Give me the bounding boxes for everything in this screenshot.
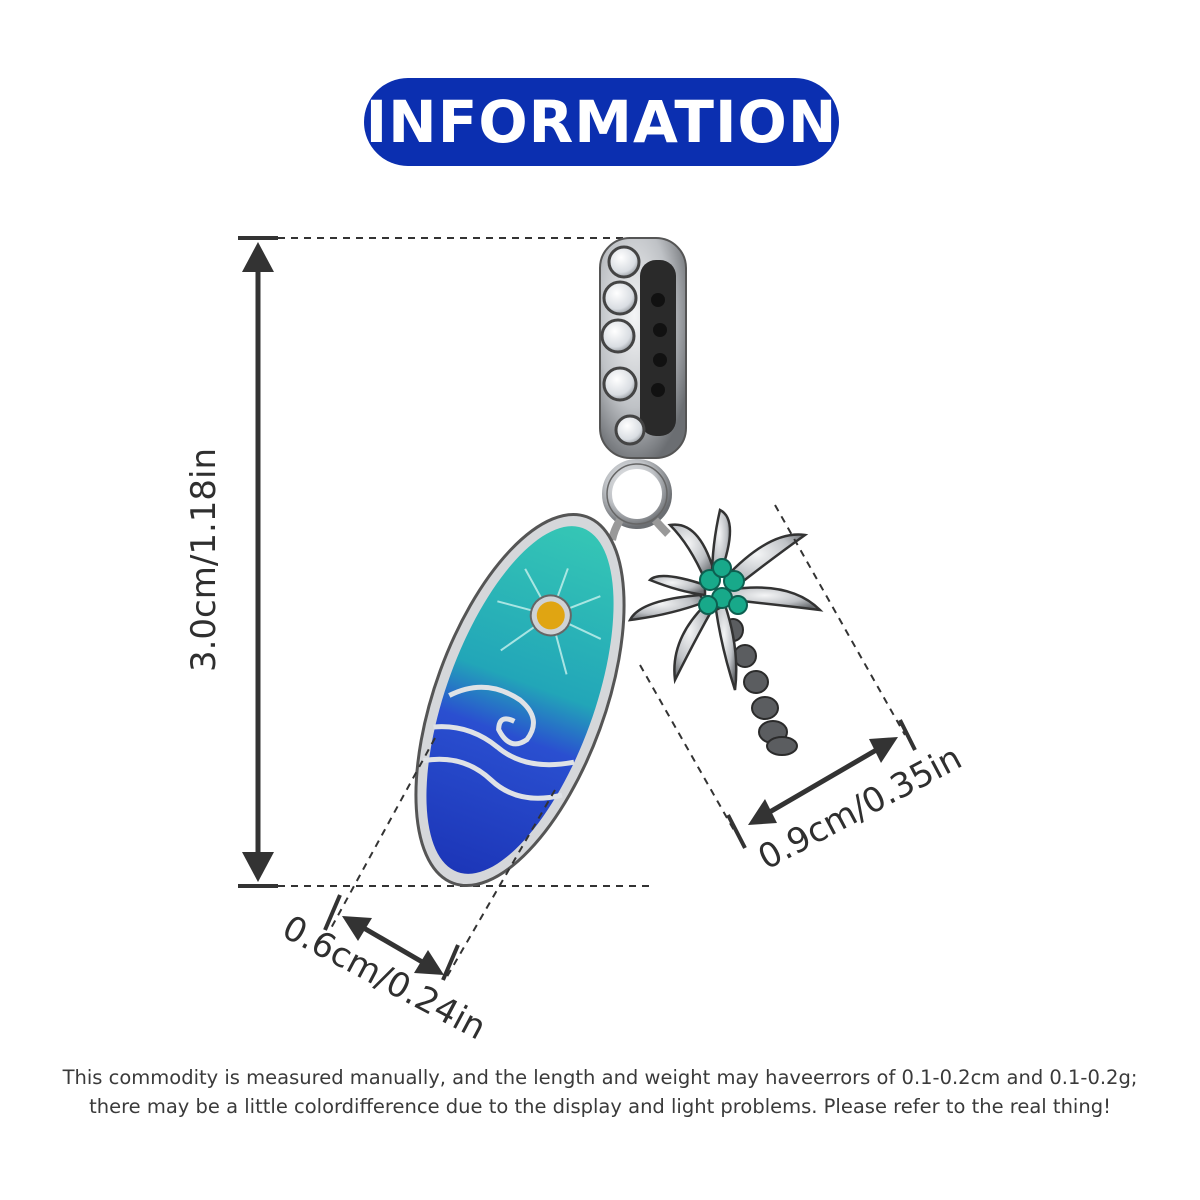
disclaimer-line-2: there may be a little colordifference du… <box>89 1095 1111 1118</box>
palm-width-dimension <box>639 504 917 849</box>
bail-crystals <box>600 245 646 446</box>
surfboard-charm <box>414 512 626 888</box>
sun-gem <box>536 601 565 630</box>
height-label: 3.0cm/1.18in <box>184 447 225 673</box>
board-width-dimension <box>323 737 556 981</box>
disclaimer-line-1: This commodity is measured manually, and… <box>62 1066 1138 1089</box>
wave-pattern <box>423 684 575 801</box>
disclaimer: This commodity is measured manually, and… <box>0 1063 1200 1121</box>
information-header: INFORMATION <box>364 78 839 166</box>
palm-tree-charm <box>627 508 824 756</box>
charm-bail <box>599 237 687 541</box>
coconut-gems <box>698 558 748 615</box>
header-title: INFORMATION <box>365 88 838 156</box>
